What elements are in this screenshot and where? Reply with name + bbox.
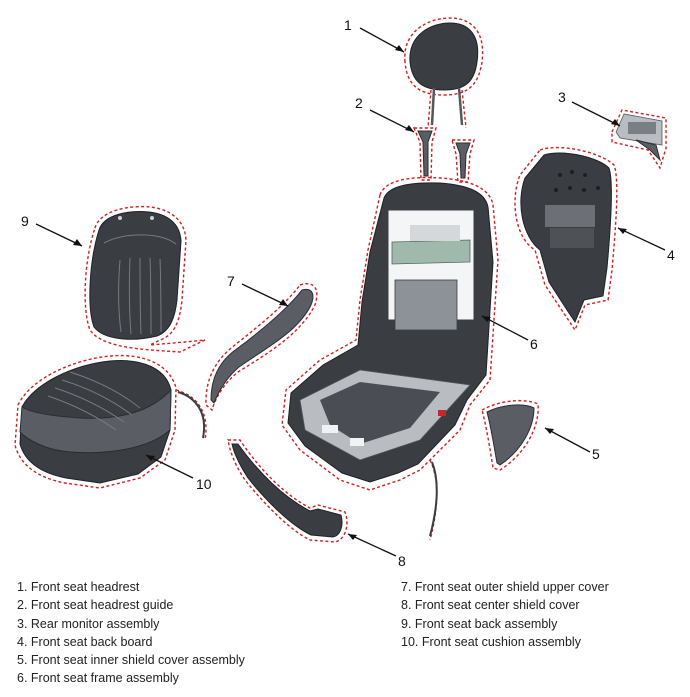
outer-shield-upper-cover-part (205, 283, 318, 412)
legend-item: 2. Front seat headrest guide (17, 598, 174, 613)
leader-lines (35, 27, 666, 557)
legend-column-left: 1. Front seat headrest 2. Front seat hea… (17, 578, 245, 688)
callout-2: 2 (355, 95, 363, 111)
exploded-seat-diagram: 1 2 3 4 5 6 7 8 9 10 (14, 17, 675, 569)
seat-cushion-assembly-part (14, 354, 207, 489)
callout-8: 8 (398, 553, 406, 569)
legend-item: 8. Front seat center shield cover (401, 598, 580, 613)
legend-item: 3. Rear monitor assembly (17, 616, 160, 631)
seat-back-assembly-part (84, 205, 206, 353)
callout-10: 10 (196, 476, 212, 492)
headrest-guide-part (412, 127, 475, 183)
seat-back-board-part (514, 146, 618, 332)
callout-7: 7 (227, 273, 235, 289)
legend-item: 4. Front seat back board (17, 634, 153, 649)
callout-1: 1 (344, 17, 352, 33)
legend-item: 6. Front seat frame assembly (17, 671, 179, 686)
rear-monitor-part (611, 109, 667, 170)
callout-9: 9 (21, 213, 29, 229)
legend-item: 5. Front seat inner shield cover assembl… (17, 653, 245, 668)
headrest-part (404, 17, 484, 129)
callout-5: 5 (592, 446, 600, 462)
legend-item: 1. Front seat headrest (17, 580, 140, 594)
callout-4: 4 (667, 247, 675, 263)
parts-legend: 1. Front seat headrest 2. Front seat hea… (0, 578, 690, 697)
legend-item: 10. Front seat cushion assembly (401, 634, 581, 649)
center-shield-cover-part (227, 439, 348, 543)
callout-3: 3 (558, 89, 566, 105)
seat-frame-part (281, 176, 499, 541)
legend-item: 9. Front seat back assembly (401, 616, 558, 631)
inner-shield-cover-part (481, 399, 539, 471)
callout-6: 6 (530, 336, 538, 352)
legend-column-right: 7. Front seat outer shield upper cover 8… (401, 578, 609, 651)
legend-item: 7. Front seat outer shield upper cover (401, 580, 609, 594)
